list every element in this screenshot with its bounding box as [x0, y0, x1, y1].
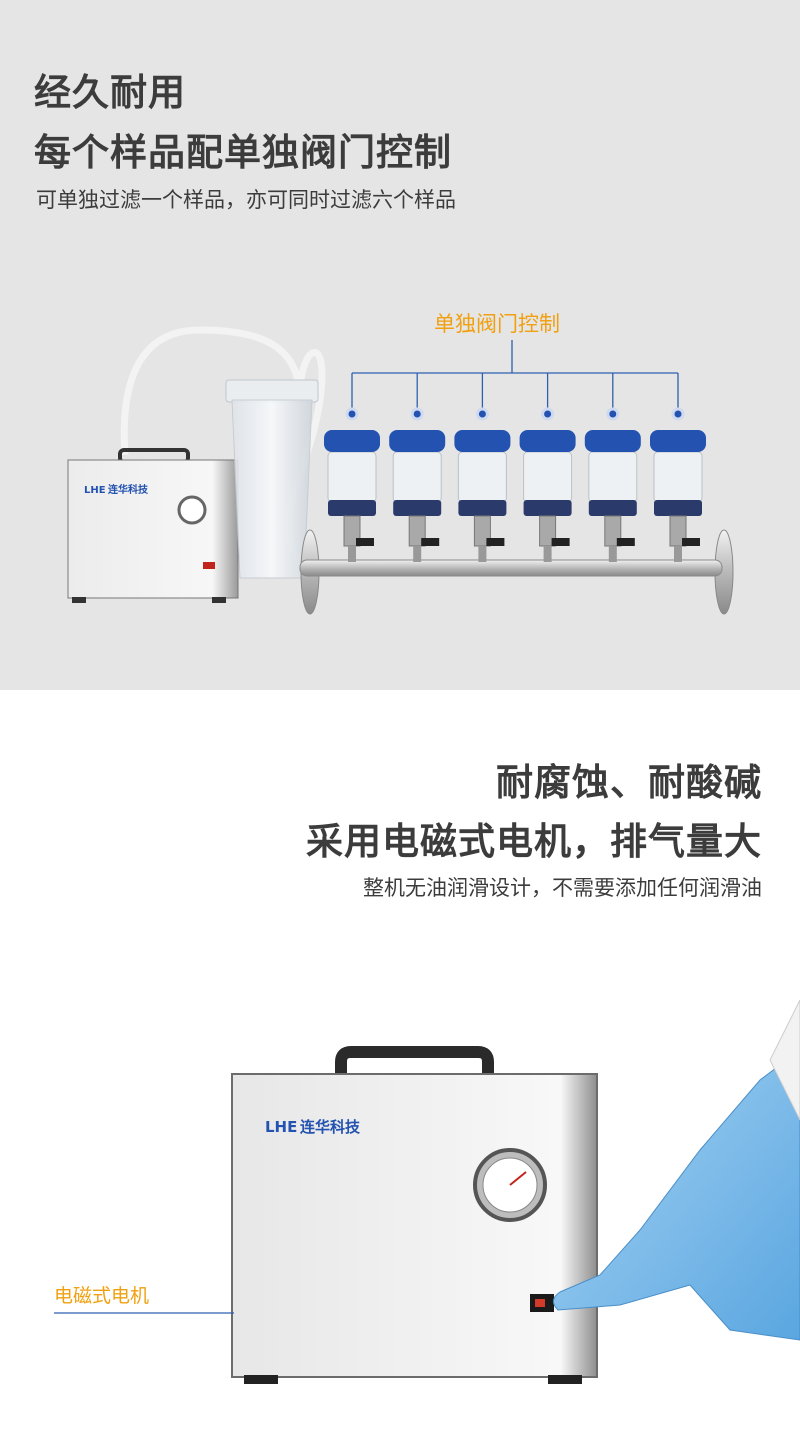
- power-switch-icon: [203, 562, 215, 569]
- filter-holder: [454, 373, 511, 562]
- filter-holder: [324, 373, 380, 562]
- valve-marker-icon: [475, 407, 489, 421]
- section-subtitle-oil-free: 整机无油润滑设计，不需要添加任何润滑油: [363, 876, 762, 900]
- valve-marker-icon: [541, 407, 555, 421]
- collection-flask: [225, 379, 319, 579]
- valve-marker-icon: [671, 407, 685, 421]
- section-title-durable: 经久耐用: [34, 71, 186, 114]
- manifold-rack: [299, 529, 734, 615]
- valve-marker-icon: [410, 407, 424, 421]
- valve-marker-icon: [345, 407, 359, 421]
- filter-holder: [650, 373, 706, 562]
- vacuum-tube: [120, 326, 304, 456]
- callout-valve-control: 单独阀门控制: [434, 312, 560, 336]
- callout-electromagnetic-motor: 电磁式电机: [54, 1285, 150, 1307]
- filter-holder: [389, 373, 446, 562]
- filter-holder: [584, 373, 641, 562]
- brand-label-small: 连华科技: [108, 483, 149, 496]
- valve-marker-icon: [606, 407, 620, 421]
- pressure-gauge-icon: [177, 495, 207, 525]
- section-title-motor: 采用电磁式电机，排气量大: [306, 820, 762, 863]
- section-title-valve-control: 每个样品配单独阀门控制: [34, 131, 452, 174]
- filtration-system-illustration: LHE 连华科技: [67, 326, 734, 615]
- section-subtitle-filtering: 可单独过滤一个样品，亦可同时过滤六个样品: [36, 188, 456, 212]
- valve-callout-lines: [352, 340, 678, 374]
- filter-holder: [519, 373, 576, 562]
- section-title-corrosion: 耐腐蚀、耐酸碱: [496, 761, 762, 804]
- vacuum-pump-small: LHE 连华科技: [67, 448, 239, 603]
- svg-text:LHE: LHE: [84, 485, 106, 496]
